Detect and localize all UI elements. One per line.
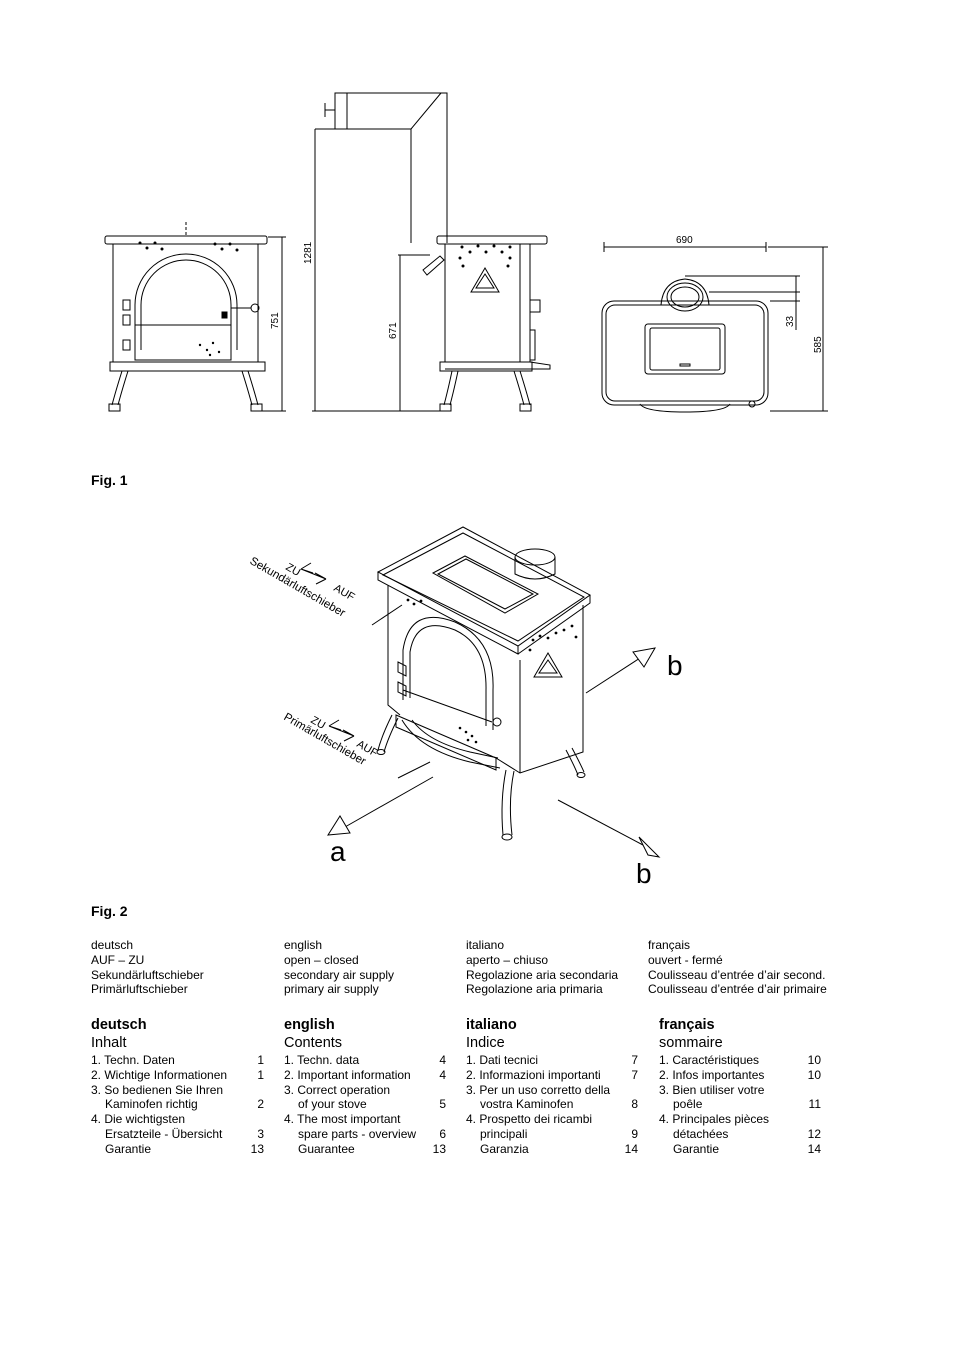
toc-row[interactable]: 3. So bedienen Sie Ihren xyxy=(91,1082,224,1097)
axis-a-label: a xyxy=(330,836,346,867)
top-view xyxy=(601,242,828,413)
axis-arrows xyxy=(300,562,661,858)
fig1-label: Fig. 1 xyxy=(91,472,128,488)
legend-line: Coulisseau d’entrée d’air second. xyxy=(648,967,826,982)
toc-row[interactable]: 4. Prospetto dei ricambi xyxy=(466,1112,593,1127)
legend-deutsch: deutsch AUF – ZU Sekundärluftschieber Pr… xyxy=(91,938,204,997)
legend-lang: english xyxy=(284,938,323,952)
dim-1281: 1281 xyxy=(303,241,314,264)
toc-lang: italiano xyxy=(466,1017,517,1033)
toc-lang: deutsch xyxy=(91,1017,147,1033)
legend-line: AUF – ZU xyxy=(91,952,145,967)
toc-lang: english xyxy=(284,1017,335,1033)
fig1-drawing: 751 1281 671 xyxy=(104,92,828,413)
legend-line: Primärluftschieber xyxy=(91,982,188,997)
dim-585: 585 xyxy=(813,336,824,353)
toc-title: Contents xyxy=(284,1035,343,1051)
legend-line: Regolazione aria primaria xyxy=(466,982,603,997)
legend-english: english open – closed secondary air supp… xyxy=(284,938,394,997)
legend-line: Coulisseau d’entrée d’air primaire xyxy=(648,982,827,997)
side-view xyxy=(312,92,551,412)
stove-perspective xyxy=(371,526,591,841)
legend-line: Regolazione aria secondaria xyxy=(466,967,619,982)
fig2-drawing: ZU AUF Sekundärluftschieber ZU AUF Primä… xyxy=(248,526,683,889)
legend-line: primary air supply xyxy=(284,982,379,997)
legend-line: ouvert - fermé xyxy=(648,952,723,967)
fig2-label: Fig. 2 xyxy=(91,903,128,919)
toc-row[interactable]: 4. Die wichtigsten xyxy=(91,1112,186,1127)
front-view xyxy=(104,222,286,412)
legend-line: secondary air supply xyxy=(284,967,395,982)
toc-title: Inhalt xyxy=(91,1035,127,1051)
legend-francais: français ouvert - fermé Coulisseau d’ent… xyxy=(648,938,827,997)
dim-33: 33 xyxy=(785,315,796,327)
legend-lang: italiano xyxy=(466,938,505,952)
dim-751: 751 xyxy=(270,312,281,329)
legend-line: aperto – chiuso xyxy=(466,952,549,967)
dim-690: 690 xyxy=(676,235,693,246)
legend-lang: français xyxy=(648,938,691,952)
toc-row[interactable]: 3. Bien utiliser votre xyxy=(659,1082,765,1097)
legend-lang: deutsch xyxy=(91,938,134,952)
axis-b-upper-label: b xyxy=(667,650,683,681)
axis-b-lower-label: b xyxy=(636,858,652,889)
toc-title: sommaire xyxy=(659,1035,723,1051)
legend-line: Sekundärluftschieber xyxy=(91,967,204,982)
secondary-auf-label: AUF xyxy=(332,582,357,604)
legend-italiano: italiano aperto – chiuso Regolazione ari… xyxy=(466,938,618,997)
toc-row[interactable]: 4. The most important xyxy=(284,1112,401,1127)
legend-line: open – closed xyxy=(284,952,359,967)
toc-title: Indice xyxy=(466,1035,505,1051)
toc-row[interactable]: 3. Per un uso corretto della xyxy=(466,1082,611,1097)
toc-row[interactable]: 3. Correct operation xyxy=(284,1082,391,1097)
toc-row[interactable]: 4. Principales pièces xyxy=(659,1112,770,1127)
toc-lang: français xyxy=(659,1017,715,1033)
dim-671: 671 xyxy=(388,322,399,339)
